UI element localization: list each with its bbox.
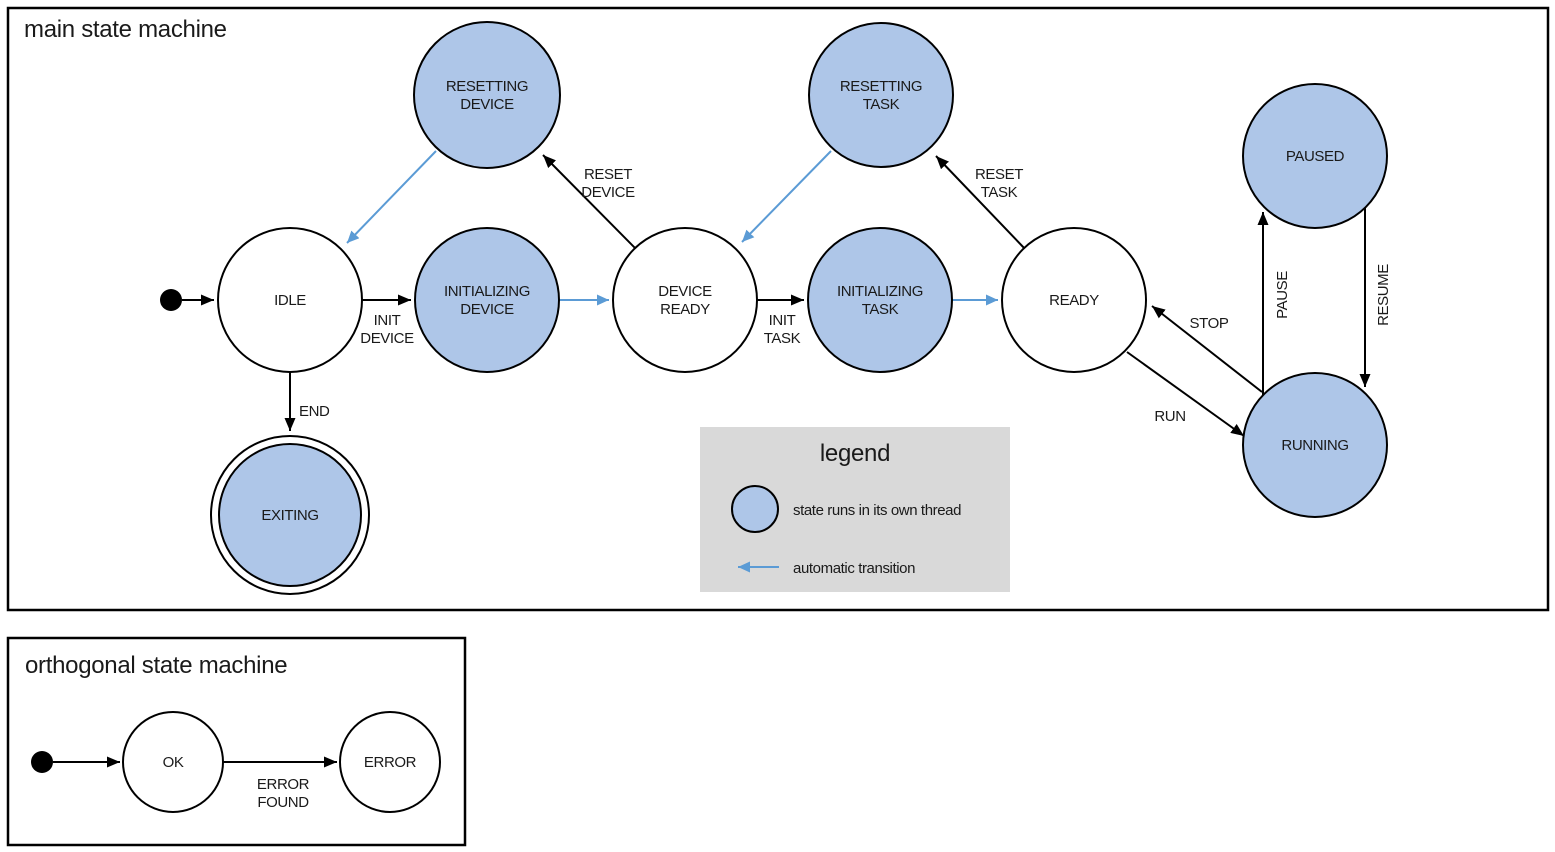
legend: legend state runs in its own thread auto… xyxy=(700,427,1010,592)
orthogonal-initial-state-dot xyxy=(31,751,53,773)
state-idle-label: IDLE xyxy=(274,292,306,309)
state-resetting-task-circle xyxy=(808,22,954,168)
transition-init-device-label-1: INIT xyxy=(374,312,401,329)
legend-threaded-state-label: state runs in its own thread xyxy=(793,502,961,519)
transition-end-label: END xyxy=(299,403,330,420)
legend-threaded-state-icon xyxy=(731,485,779,533)
state-resetting-device-label-2: DEVICE xyxy=(460,96,514,113)
transition-reset-device-label-2: DEVICE xyxy=(581,184,635,201)
state-running-circle xyxy=(1242,372,1388,518)
state-running-label: RUNNING xyxy=(1281,437,1348,454)
state-error-label: ERROR xyxy=(364,754,417,771)
orthogonal-state-machine: orthogonal state machine OK ERROR FOUND … xyxy=(6,636,467,847)
state-initializing-task-label-2: TASK xyxy=(862,301,899,318)
state-resetting-device-label-1: RESETTING xyxy=(446,78,528,95)
legend-auto-transition-label: automatic transition xyxy=(793,560,915,577)
transition-reset-task-label-2: TASK xyxy=(981,184,1018,201)
legend-title: legend xyxy=(820,440,890,467)
auto-transition-resetting-task-to-device-ready xyxy=(741,150,832,243)
transition-init-task-label-2: TASK xyxy=(764,330,801,347)
state-idle-circle xyxy=(217,227,363,373)
transition-run-label: RUN xyxy=(1154,408,1185,425)
state-device-ready-label-2: READY xyxy=(660,301,710,318)
transition-reset-task-arrow xyxy=(935,155,1027,251)
state-exiting-circle xyxy=(218,443,362,587)
state-resetting-device-circle xyxy=(413,21,561,169)
state-initializing-device-label-2: DEVICE xyxy=(460,301,514,318)
state-initializing-device-circle xyxy=(414,227,560,373)
state-exiting-label: EXITING xyxy=(261,507,318,524)
state-paused-label: PAUSED xyxy=(1286,148,1345,165)
transition-stop-arrow xyxy=(1151,305,1263,393)
transition-resume-label: RESUME xyxy=(1375,264,1392,326)
main-state-machine: main state machine INIT DEVICE RESET DEV… xyxy=(6,6,1550,612)
state-initializing-device-label-1: INITIALIZING xyxy=(444,283,530,300)
orthogonal-machine-title: orthogonal state machine xyxy=(25,652,287,679)
transition-run-arrow xyxy=(1126,351,1245,437)
state-device-ready-circle xyxy=(612,227,758,373)
transition-stop-label: STOP xyxy=(1190,315,1229,332)
state-paused-circle xyxy=(1242,83,1388,229)
transition-error-found-label-1: ERROR xyxy=(257,776,310,793)
transition-error-found-label-2: FOUND xyxy=(257,794,309,811)
state-error-circle xyxy=(339,711,441,813)
state-device-ready-label-1: DEVICE xyxy=(658,283,712,300)
transition-reset-task-label-1: RESET xyxy=(975,166,1023,183)
state-initializing-task-label-1: INITIALIZING xyxy=(837,283,923,300)
transition-init-device-label-2: DEVICE xyxy=(360,330,414,347)
state-ready-circle xyxy=(1001,227,1147,373)
transition-init-task-label-1: INIT xyxy=(769,312,796,329)
state-ok-label: OK xyxy=(163,754,184,771)
transition-pause-label: PAUSE xyxy=(1274,271,1291,319)
state-ready-label: READY xyxy=(1049,292,1099,309)
transition-reset-device-arrow xyxy=(542,154,638,251)
state-resetting-task-label-1: RESETTING xyxy=(840,78,922,95)
state-initializing-task-circle xyxy=(807,227,953,373)
main-machine-title: main state machine xyxy=(24,16,227,43)
transition-reset-device-label-1: RESET xyxy=(584,166,632,183)
auto-transition-resetting-device-to-idle xyxy=(346,150,437,244)
initial-state-dot xyxy=(160,289,182,311)
state-resetting-task-label-2: TASK xyxy=(863,96,900,113)
